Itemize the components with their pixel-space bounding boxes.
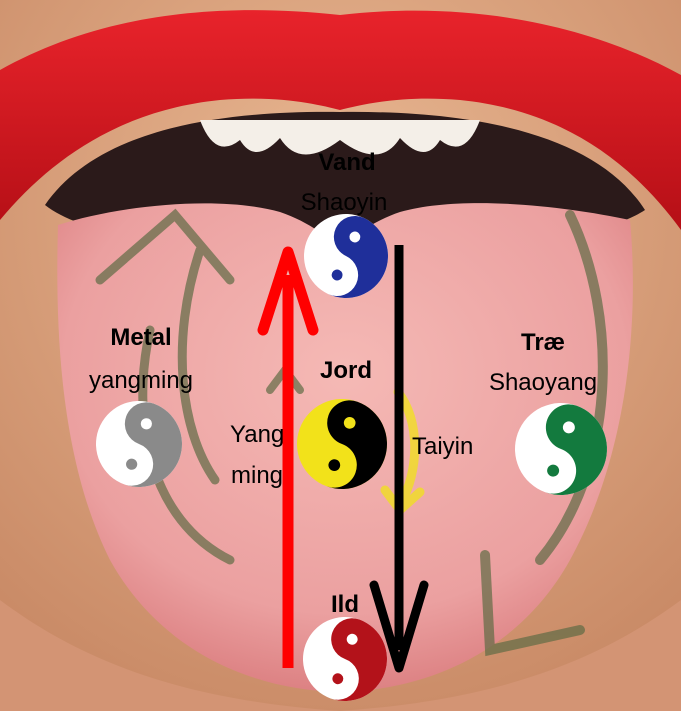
yangming-label-line1: Yang	[230, 422, 284, 448]
jord-label: Jord	[320, 358, 372, 384]
metal-meridian-label: yangming	[89, 368, 193, 394]
metal-label: Metal	[110, 325, 171, 351]
vand-meridian-label: Shaoyin	[301, 190, 388, 216]
taiyin-label: Taiyin	[412, 434, 473, 460]
ild-label: Ild	[331, 592, 359, 618]
vand-label: Vand	[318, 150, 375, 176]
trae-label: Træ	[521, 330, 565, 356]
yangming-label-line2: ming	[231, 463, 283, 489]
trae-meridian-label: Shaoyang	[489, 370, 597, 396]
